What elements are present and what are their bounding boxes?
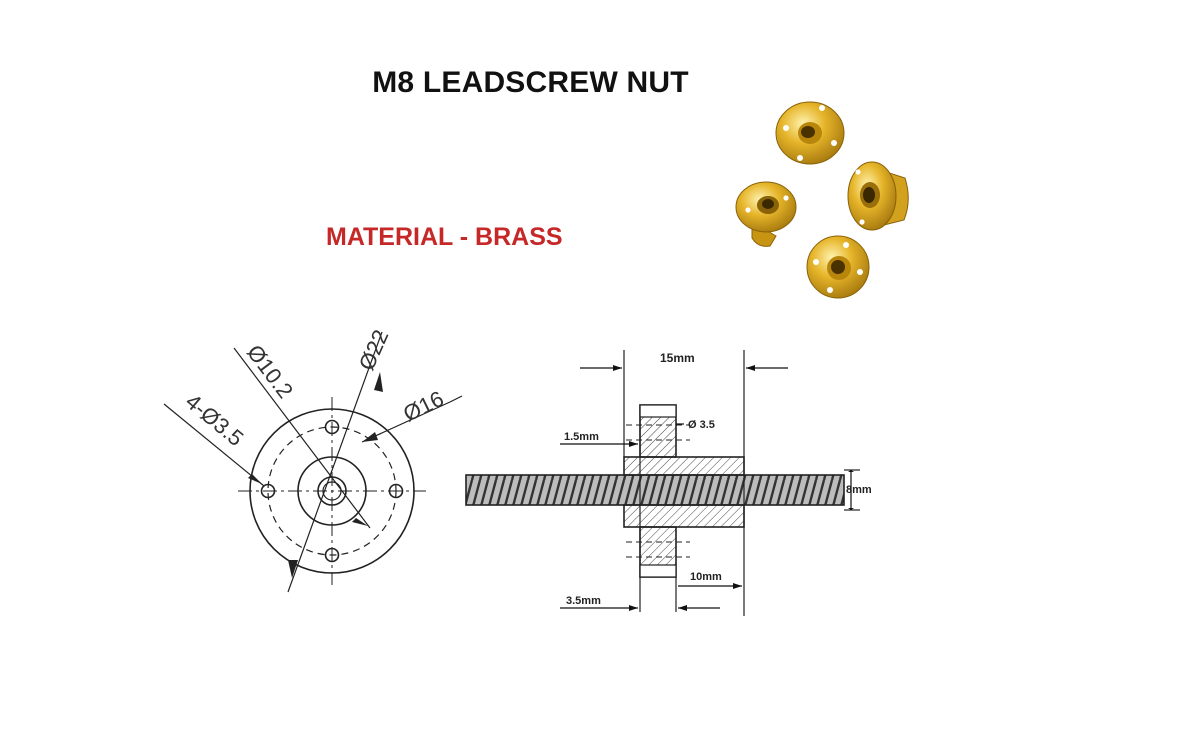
- label-screw-8mm: 8mm: [846, 484, 872, 496]
- front-view-drawing: [163, 331, 463, 593]
- side-view-labels: 15mm Ø 3.5 1.5mm 8mm 10mm 3.5mm: [564, 351, 872, 607]
- label-flange-offset-1-5mm: 1.5mm: [564, 431, 599, 443]
- label-d10-2: Ø10.2: [242, 340, 298, 403]
- body-upper: [623, 456, 745, 476]
- leader-d16: [361, 401, 451, 443]
- brass-nut-right: [847, 161, 909, 231]
- material-label: MATERIAL - BRASS: [326, 223, 563, 251]
- leader-d22: [287, 331, 383, 593]
- label-flange-3-5mm: 3.5mm: [566, 595, 601, 607]
- brass-nut-left: [735, 181, 797, 247]
- leader-holes: [163, 403, 265, 487]
- brass-nut-top: [775, 101, 845, 165]
- label-d16: Ø16: [399, 386, 447, 427]
- front-view-labels: Ø22 Ø10.2 Ø16 4-Ø3.5: [181, 326, 448, 451]
- side-view-drawing: [465, 350, 860, 616]
- label-holes: 4-Ø3.5: [181, 389, 249, 451]
- page-title: M8 LEADSCREW NUT: [372, 66, 689, 99]
- label-hole-3-5: Ø 3.5: [688, 419, 715, 431]
- label-d22: Ø22: [354, 326, 394, 374]
- brass-nut-bottom: [806, 235, 870, 299]
- label-width-15mm: 15mm: [660, 351, 695, 365]
- body-lower: [623, 504, 745, 528]
- threaded-rod: [465, 474, 845, 506]
- brass-nuts-photo: [735, 101, 909, 299]
- leader-d10-2: [233, 347, 371, 529]
- label-body-10mm: 10mm: [690, 571, 722, 583]
